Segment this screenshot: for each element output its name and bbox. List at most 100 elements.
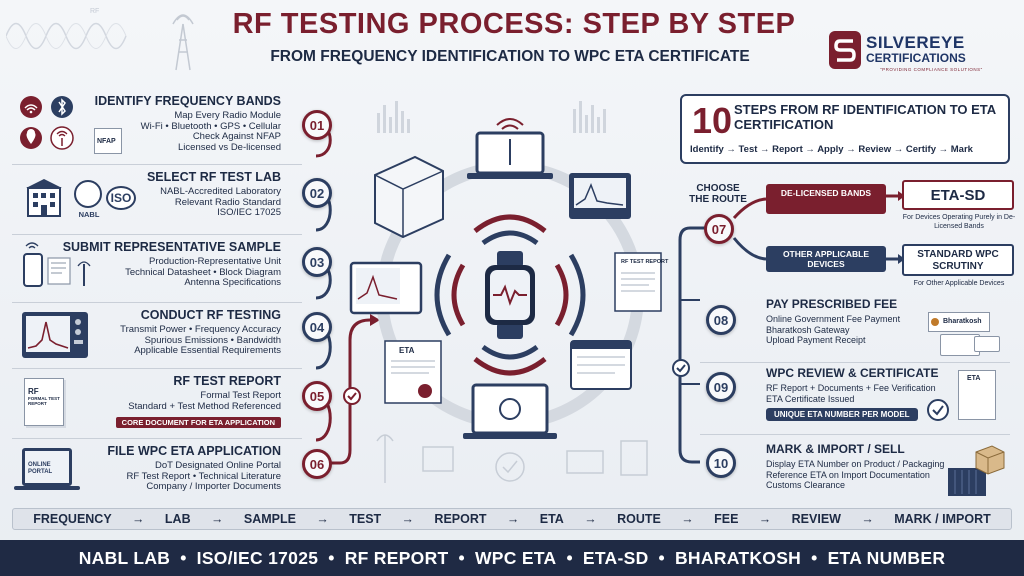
step-10-line-1: Display ETA Number on Product / Packagin… (766, 459, 945, 469)
footer-bullet: • (811, 547, 818, 568)
footer-item: BHARATKOSH (674, 547, 802, 568)
footer-item: WPC ETA (474, 547, 557, 568)
step-02-number: 02 (302, 178, 332, 208)
step-10-number: 10 (706, 448, 736, 478)
divider (12, 164, 302, 165)
logo-subname: CERTIFICATIONS (866, 51, 966, 65)
step-10-line-3: Customs Clearance (766, 480, 846, 490)
flow-arrow: → (584, 512, 597, 526)
step-09-line-2: ETA Certificate Issued (766, 393, 855, 404)
connector-lines (315, 122, 905, 465)
process-flow-bar: FREQUENCY → LAB → SAMPLE → TEST → REPORT… (12, 508, 1012, 530)
payment-card-2-icon (974, 336, 1000, 352)
footer-item: ETA-SD (582, 547, 649, 568)
eta-cert-label: ETA (399, 346, 415, 355)
flow-frequency: FREQUENCY (33, 512, 112, 526)
summary-flow: Identify → Test → Report → Apply → Revie… (690, 144, 973, 155)
step-05-title: RF TEST REPORT (173, 374, 281, 388)
step-03-line-2: Technical Datasheet • Block Diagram (125, 266, 281, 278)
footer-item: RF REPORT (344, 547, 449, 568)
flow-arrow: → (758, 512, 772, 526)
summary-title: STEPS FROM RF IDENTIFICATION TO ETA CERT… (734, 102, 996, 132)
flow-arrow: → (132, 512, 145, 526)
flow-report: REPORT (434, 512, 487, 526)
page-subtitle: FROM FREQUENCY IDENTIFICATION TO WPC ETA… (270, 48, 750, 65)
page-title: RF TESTING PROCESS: STEP BY STEP (232, 8, 796, 40)
step-03: SUBMIT REPRESENTATIVE SAMPLE Production-… (8, 240, 343, 300)
step-10-line-2: Reference ETA on Import Documentation (766, 469, 930, 480)
step-06-number: 06 (302, 449, 332, 479)
step-08-number: 08 (706, 305, 736, 335)
step-06-line-1: DoT Designated Online Portal (154, 460, 281, 471)
footer-item: ISO/IEC 17025 (196, 547, 319, 568)
lab-building-icon (26, 179, 62, 217)
step-01-title: IDENTIFY FREQUENCY BANDS (94, 94, 281, 108)
step-01-number: 01 (302, 110, 332, 140)
flow-arrow: → (211, 512, 224, 526)
rf-wave-decoration (6, 22, 127, 50)
step-01: IDENTIFY FREQUENCY BANDS Map Every Radio… (8, 94, 343, 160)
route-option-other: OTHER APPLICABLE DEVICES (766, 246, 886, 272)
step-06: FILE WPC ETA APPLICATION DoT Designated … (8, 444, 343, 504)
eta-certificate-icon: ETA (958, 370, 996, 420)
shipping-container-icon (948, 445, 1005, 496)
nfap-doc-icon: NFAP (94, 128, 122, 154)
wifi-bluetooth-gps-icons (20, 96, 74, 150)
divider (12, 368, 302, 369)
step-02: SELECT RF TEST LAB NABL-Accredited Labor… (8, 170, 343, 230)
step-04-line-3: Applicable Essential Requirements (134, 345, 281, 356)
step-01-line-1: Map Every Radio Module (174, 110, 281, 121)
flow-test: TEST (349, 512, 382, 526)
nabl-label: NABL (78, 210, 100, 219)
center-process-illustration: RF TEST REPORT ETA (349, 101, 669, 483)
report-icon-title: FORMAL TEST REPORT (28, 396, 60, 406)
step-10-title: MARK & IMPORT / SELL (766, 442, 905, 456)
summary-box (680, 94, 1010, 164)
step-06-title: FILE WPC ETA APPLICATION (107, 444, 281, 458)
nabl-seal-icon (74, 180, 102, 208)
route-result-standard: STANDARD WPC SCRUTINY (902, 244, 1014, 276)
logo-name: SILVEREYE (866, 33, 965, 52)
tower-icon (172, 14, 194, 71)
step-01-line-4: Licensed vs De-licensed (178, 141, 281, 153)
step-04-title: CONDUCT RF TESTING (140, 308, 281, 322)
step-09-title: WPC REVIEW & CERTIFICATE (766, 366, 939, 380)
summary-number: 10 (692, 100, 733, 141)
divider (700, 434, 1010, 435)
step-05: RF TEST REPORT Formal Test Report Standa… (8, 374, 343, 436)
footer-bullet: • (658, 547, 665, 568)
divider (12, 438, 302, 439)
iso-badge-icon: ISO (106, 186, 136, 210)
step-08-line-3: Upload Payment Receipt (766, 335, 866, 345)
step-05-tag: CORE DOCUMENT FOR ETA APPLICATION (115, 417, 281, 428)
verified-check-icon (927, 399, 949, 421)
route-option-delicensed: DE-LICENSED BANDS (766, 184, 886, 214)
flow-arrow: → (401, 512, 415, 526)
flow-arrow: → (506, 512, 520, 526)
step-06-line-3: Company / Importer Documents (146, 481, 281, 492)
flow-fee: FEE (714, 512, 739, 526)
step-04-line-1: Transmit Power • Frequency Accuracy (120, 324, 281, 335)
flow-arrow: → (681, 512, 694, 526)
footer-bullet: • (328, 547, 335, 568)
step-08-line-2: Bharatkosh Gateway (766, 324, 850, 335)
laptop-base (14, 486, 80, 490)
step-03-line-3: Antenna Specifications (184, 277, 281, 288)
step-06-line-2: RF Test Report • Technical Literature (126, 470, 281, 482)
footer-bullet: • (458, 547, 465, 568)
flow-sample: SAMPLE (243, 512, 296, 526)
footer-bullet: • (566, 547, 573, 568)
footer-item: NABL LAB (78, 547, 171, 568)
step-05-line-1: Formal Test Report (200, 390, 281, 401)
divider (12, 302, 302, 303)
footer-item: ETA NUMBER (827, 547, 946, 568)
step-02-line-2: Relevant Radio Standard (174, 196, 281, 208)
flow-mark-import: MARK / IMPORT (894, 512, 991, 526)
step-08-line-1: Online Government Fee Payment (766, 314, 901, 324)
step-03-line-1: Production-Representative Unit (148, 256, 281, 267)
route-result-eta-sd: ETA-SD (902, 180, 1014, 210)
step-02-title: SELECT RF TEST LAB (146, 170, 281, 184)
flow-review: REVIEW (791, 512, 841, 526)
flow-lab: LAB (164, 512, 191, 526)
rf-deco-label: RF (90, 8, 100, 15)
